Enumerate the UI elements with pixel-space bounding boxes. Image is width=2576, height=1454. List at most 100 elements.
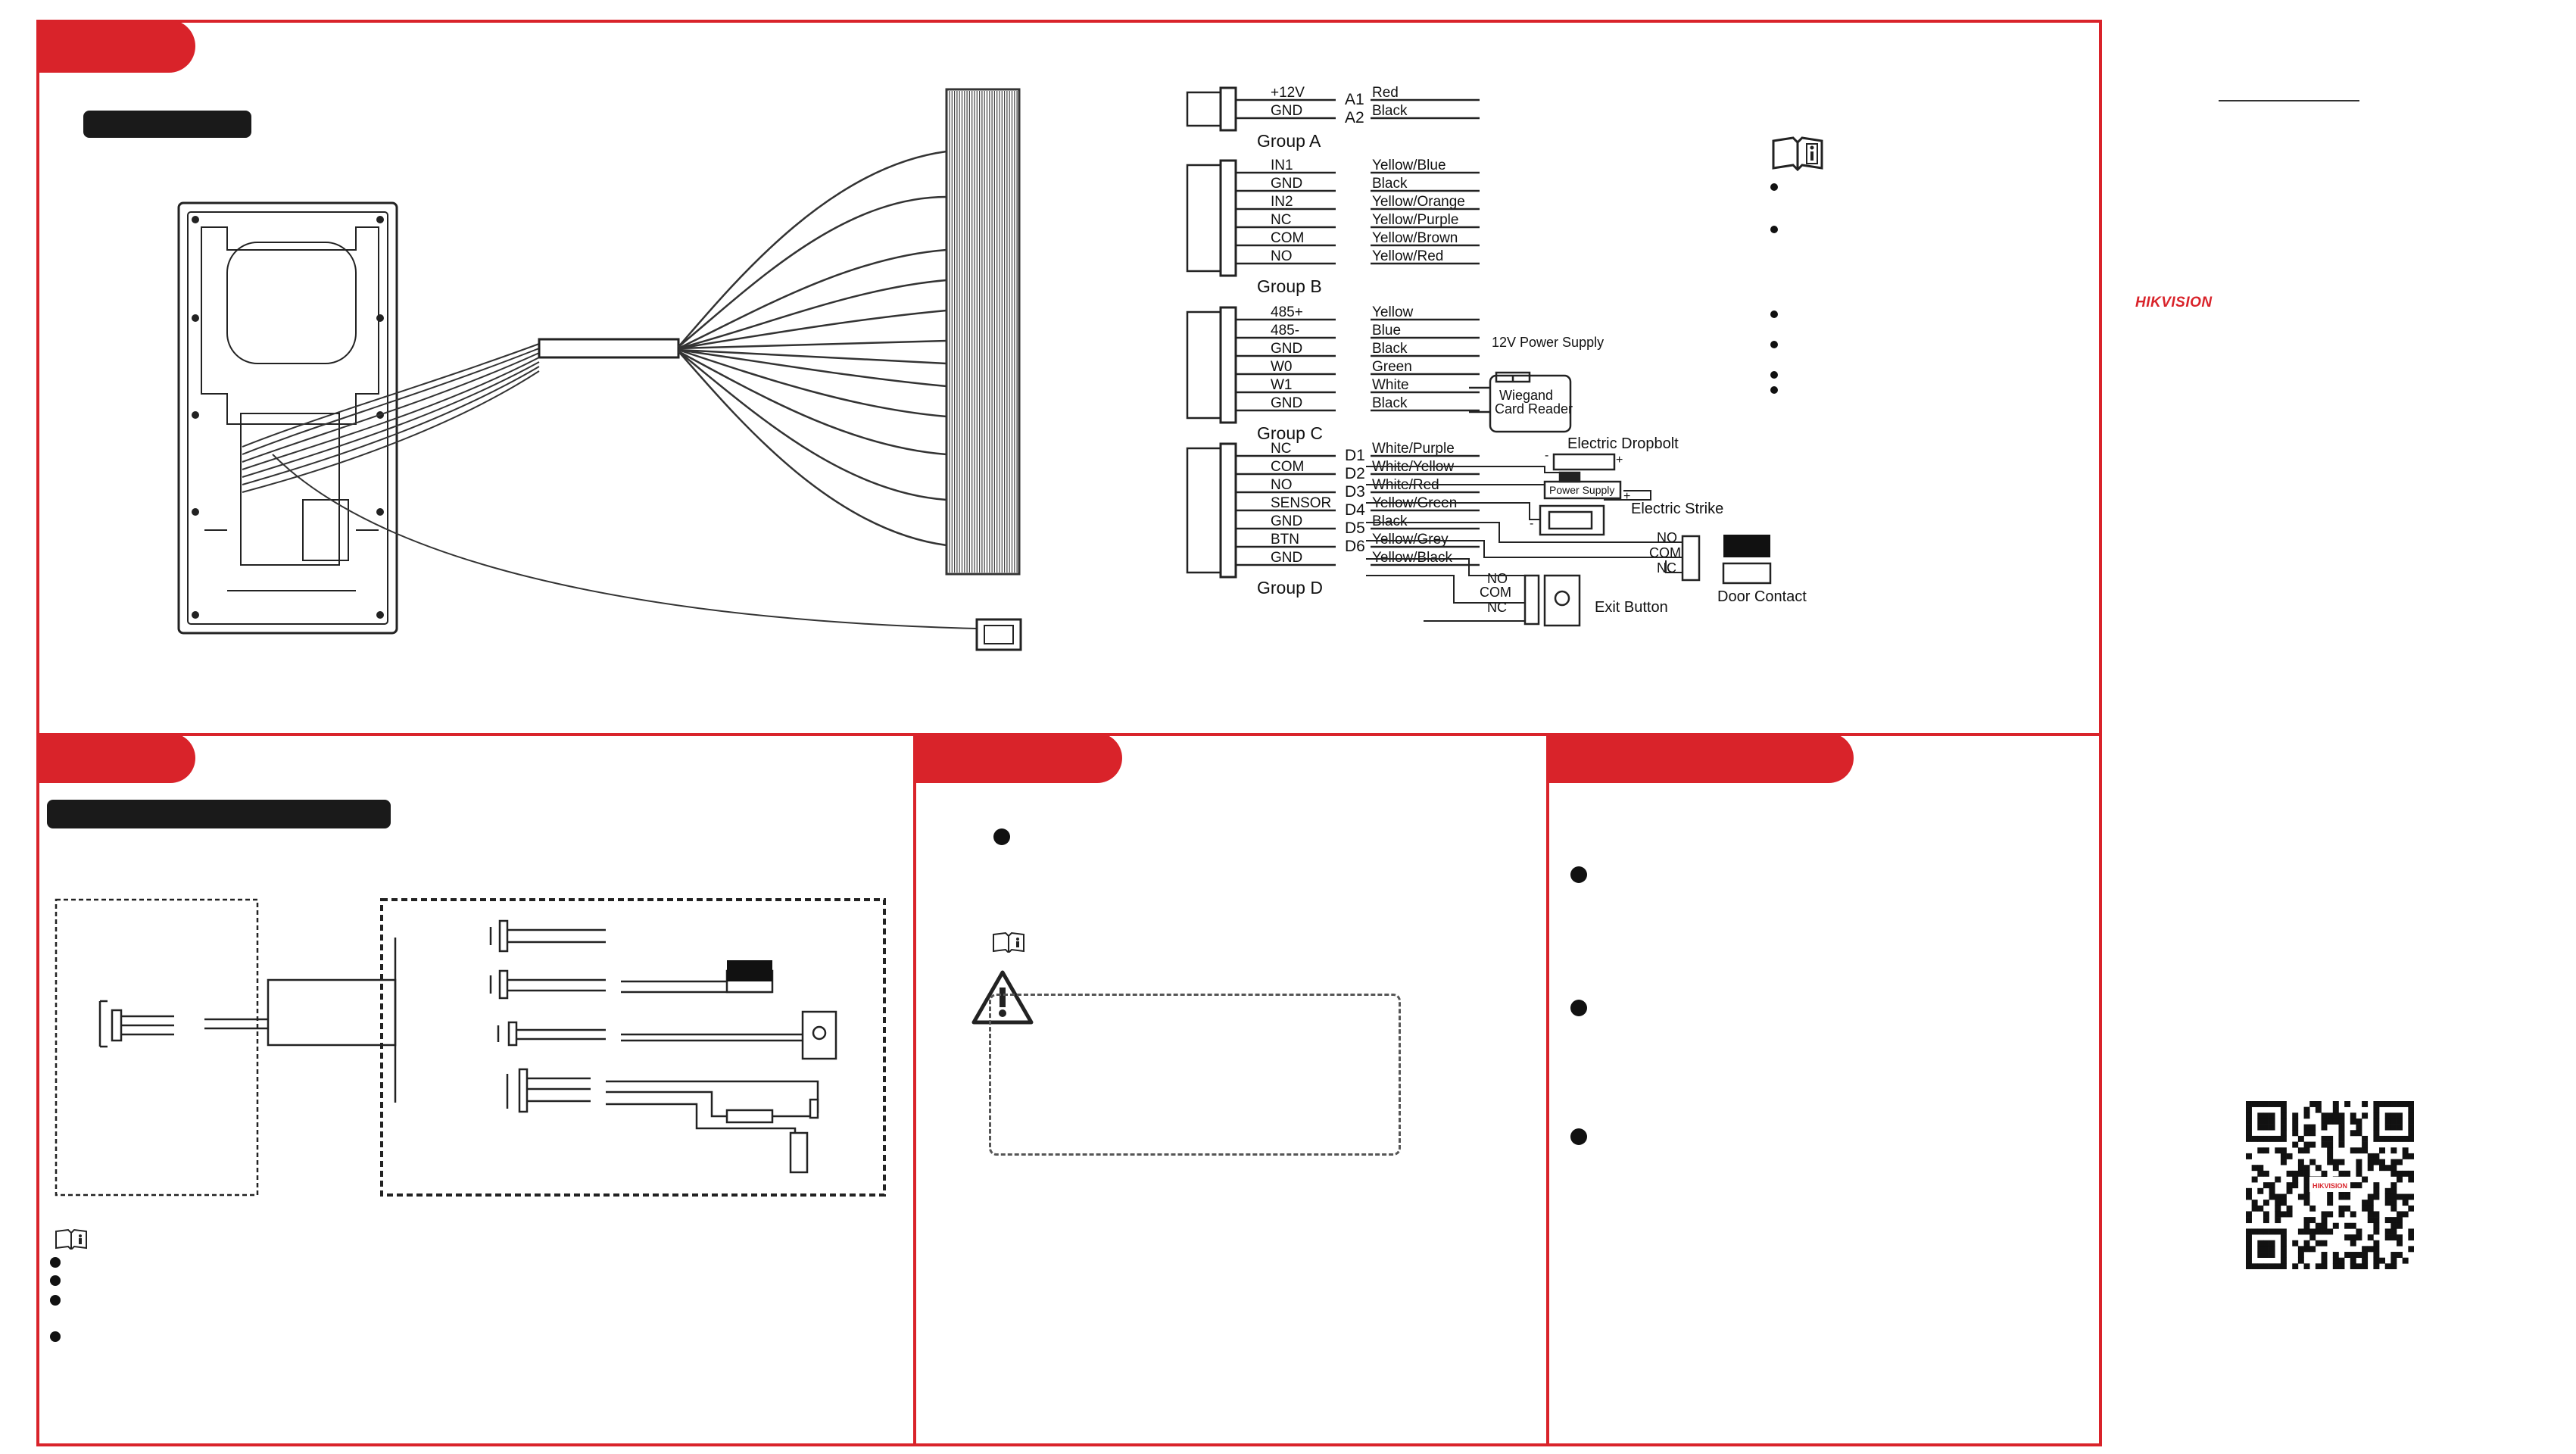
qr-module xyxy=(2309,1124,2316,1131)
qr-module xyxy=(2280,1228,2287,1235)
qr-module xyxy=(2402,1211,2409,1218)
terminal-label: 485+ xyxy=(1271,304,1303,320)
qr-module xyxy=(2246,1135,2252,1142)
qr-module xyxy=(2263,1182,2269,1189)
qr-module xyxy=(2373,1222,2380,1229)
wire-color-label: Green xyxy=(1372,359,1412,375)
qr-module xyxy=(2303,1170,2310,1177)
qr-module xyxy=(2390,1101,2397,1107)
schematic-drawing xyxy=(55,898,886,1197)
qr-module xyxy=(2373,1246,2380,1253)
group-label: Group C xyxy=(1257,423,1323,443)
qr-module xyxy=(2332,1118,2339,1125)
qr-module xyxy=(2338,1124,2345,1131)
qr-module xyxy=(2321,1240,2328,1247)
terminal-label: +12V xyxy=(1271,85,1305,101)
qr-module xyxy=(2408,1130,2415,1137)
qr-module xyxy=(2344,1101,2351,1107)
qr-module xyxy=(2367,1193,2374,1200)
pin-label: D5 xyxy=(1345,520,1365,537)
qr-module xyxy=(2303,1176,2310,1183)
group-bracket xyxy=(1186,91,1221,127)
qr-module xyxy=(2390,1234,2397,1241)
qr-module xyxy=(2402,1153,2409,1159)
qr-module xyxy=(2321,1217,2328,1224)
terminal-label: GND xyxy=(1271,103,1302,119)
qr-module xyxy=(2332,1159,2339,1165)
qr-module xyxy=(2280,1147,2287,1154)
qr-module xyxy=(2350,1234,2356,1241)
qr-module xyxy=(2384,1193,2391,1200)
label-btn-no: NO xyxy=(1487,571,1508,586)
qr-module xyxy=(2367,1205,2374,1212)
note-bullet-2 xyxy=(1770,226,1778,233)
qr-module xyxy=(2269,1118,2275,1125)
qr-module xyxy=(2402,1135,2409,1142)
qr-module xyxy=(2275,1200,2281,1206)
qr-module xyxy=(2257,1165,2264,1172)
qr-module xyxy=(2384,1135,2391,1142)
qr-module xyxy=(2408,1234,2415,1241)
qr-module xyxy=(2303,1182,2310,1189)
qr-module xyxy=(2297,1228,2304,1235)
qr-module xyxy=(2292,1170,2299,1177)
label-12v-power: 12V Power Supply xyxy=(1492,335,1604,350)
qr-module xyxy=(2275,1135,2281,1142)
qr-module xyxy=(2390,1257,2397,1264)
qr-module xyxy=(2373,1159,2380,1165)
label-plus-2: + xyxy=(1623,490,1630,503)
qr-module xyxy=(2292,1176,2299,1183)
qr-module xyxy=(2246,1187,2252,1194)
wire-color-label: Yellow/Black xyxy=(1372,550,1452,566)
qr-module xyxy=(2246,1193,2252,1200)
qr-module xyxy=(2356,1170,2362,1177)
qr-module xyxy=(2251,1200,2258,1206)
qr-module xyxy=(2338,1159,2345,1165)
qr-module xyxy=(2350,1240,2356,1247)
qr-module xyxy=(2257,1246,2264,1253)
qr-module xyxy=(2303,1222,2310,1229)
qr-module xyxy=(2338,1130,2345,1137)
pin-label: D6 xyxy=(1345,538,1365,555)
bl-bullet-3 xyxy=(50,1295,61,1306)
qr-module xyxy=(2263,1200,2269,1206)
qr-module xyxy=(2303,1124,2310,1131)
qr-module xyxy=(2269,1135,2275,1142)
qr-module xyxy=(2280,1240,2287,1247)
br-bullet-2 xyxy=(1570,1000,1587,1016)
qr-module xyxy=(2292,1130,2299,1137)
qr-module xyxy=(2303,1263,2310,1270)
terminal-label: GND xyxy=(1271,395,1302,411)
qr-module xyxy=(2321,1135,2328,1142)
pin-label: D2 xyxy=(1345,465,1365,482)
qr-module xyxy=(2367,1153,2374,1159)
qr-module xyxy=(2275,1263,2281,1270)
qr-module xyxy=(2332,1101,2339,1107)
qr-module xyxy=(2263,1135,2269,1142)
terminal-label: IN2 xyxy=(1271,194,1293,210)
qr-module xyxy=(2408,1135,2415,1142)
qr-module xyxy=(2408,1246,2415,1253)
qr-module xyxy=(2390,1118,2397,1125)
qr-module xyxy=(2309,1159,2316,1165)
qr-module xyxy=(2280,1101,2287,1107)
qr-module xyxy=(2292,1240,2299,1247)
panel-bottom-right xyxy=(1546,733,2102,1446)
qr-module xyxy=(2356,1159,2362,1165)
qr-module xyxy=(2321,1118,2328,1125)
qr-module xyxy=(2246,1257,2252,1264)
qr-module xyxy=(2309,1228,2316,1235)
qr-module xyxy=(2275,1205,2281,1212)
qr-module xyxy=(2269,1112,2275,1119)
qr-module xyxy=(2390,1182,2397,1189)
group-label: Group A xyxy=(1257,131,1321,151)
qr-module xyxy=(2362,1200,2369,1206)
group-label: Group B xyxy=(1257,276,1322,296)
qr-module xyxy=(2332,1252,2339,1258)
terminal-label: BTN xyxy=(1271,532,1299,548)
note-icon xyxy=(1772,136,1823,171)
qr-code: HIKVISION xyxy=(2246,1101,2415,1270)
qr-module xyxy=(2251,1135,2258,1142)
qr-module xyxy=(2257,1187,2264,1194)
qr-module xyxy=(2367,1234,2374,1241)
